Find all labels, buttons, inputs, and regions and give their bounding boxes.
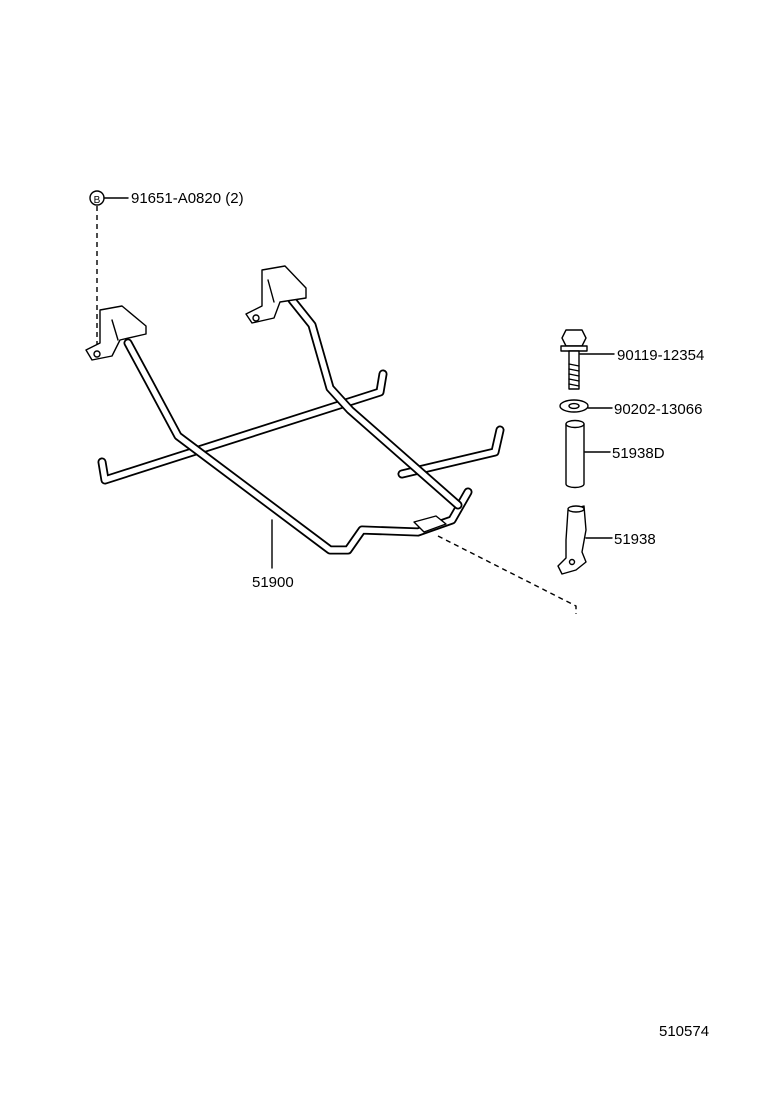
frame-cross-bar-front	[97, 369, 388, 485]
bolt-b-symbol: B	[94, 195, 101, 206]
frame-left-rail	[123, 338, 473, 555]
frame-right-rail	[287, 295, 463, 510]
bolt-b-callout: B 91651-A0820 (2)	[89, 190, 244, 352]
bolt-b-part-number: 91651-A0820 (2)	[131, 190, 244, 207]
bracket-part-number: 51938	[614, 531, 656, 548]
washer-assembly: 90202-13066	[559, 399, 702, 418]
bolt-hole-icon	[252, 314, 260, 322]
spacer-tube-icon	[565, 423, 585, 489]
spare-tire-carrier-frame: 51900	[85, 265, 505, 591]
hanger-bracket-assembly: 51938	[557, 505, 656, 575]
washer-part-number: 90202-13066	[614, 401, 702, 418]
frame-part-number: 51900	[252, 574, 294, 591]
figure-id: 510574	[659, 1023, 709, 1040]
dashed-guide-line	[437, 535, 577, 614]
spacer-assembly: 51938D	[565, 419, 665, 489]
center-hanger-plate	[413, 515, 447, 533]
spacer-part-number: 51938D	[612, 445, 665, 462]
bolt-assembly: 90119-12354	[560, 329, 704, 390]
bolt-hole-icon	[93, 350, 101, 358]
right-mount-bracket	[245, 265, 307, 324]
hanger-bracket-icon	[557, 505, 587, 575]
bolt-part-number: 90119-12354	[617, 347, 704, 364]
bolt-head-icon	[561, 329, 587, 347]
